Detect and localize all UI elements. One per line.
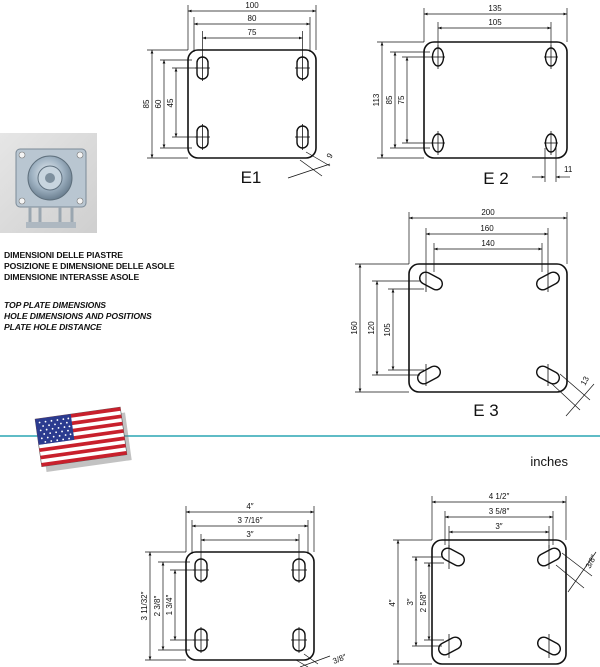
e3-width-inner: 140 xyxy=(481,239,495,248)
e3-height-total: 160 xyxy=(350,321,359,335)
e1-height-mid: 60 xyxy=(154,99,163,108)
plate-outline xyxy=(423,41,568,159)
dimension-lines xyxy=(355,212,595,417)
slot-holes xyxy=(196,56,309,149)
dimension-lines xyxy=(147,5,331,179)
e1-width-total: 100 xyxy=(245,1,259,10)
e1-label: E1 xyxy=(241,168,262,187)
inch2-width-total: 4 1/2″ xyxy=(489,492,510,501)
units-label: inches xyxy=(530,454,568,469)
e1-hole-size: 9 xyxy=(325,151,335,160)
caption-line: POSIZIONE E DIMENSIONE DELLE ASOLE xyxy=(4,261,175,271)
plate-e2: 135 105 113 85 75 11 E 2 xyxy=(372,4,573,188)
plate-outline xyxy=(185,551,315,661)
e2-height-inner: 75 xyxy=(397,95,406,104)
inch2-hole-size: 3/8″ xyxy=(584,553,599,570)
inch2-width-inner: 3″ xyxy=(495,522,502,531)
plate-inch-2: 4 1/2″ 3 5/8″ 3″ 4″ 3″ 2 5/8″ 3/8″ xyxy=(388,492,599,665)
plate-outline xyxy=(187,49,317,159)
inch2-height-mid: 3″ xyxy=(406,598,415,605)
inch1-height-total: 3 11/32″ xyxy=(140,591,149,620)
caption-line: PLATE HOLE DISTANCE xyxy=(4,322,102,332)
caption-line: DIMENSIONI DELLE PIASTRE xyxy=(4,250,123,260)
inch1-width-inner: 3″ xyxy=(246,530,253,539)
inch1-height-inner: 1 3/4″ xyxy=(165,595,174,616)
caption-line: DIMENSIONE INTERASSE ASOLE xyxy=(4,272,140,282)
usa-flag-icon xyxy=(34,406,132,472)
inch1-hole-size: 3/8″ xyxy=(331,652,347,666)
inch2-height-inner: 2 5/8″ xyxy=(419,592,428,613)
slot-holes xyxy=(431,47,558,153)
slot-holes xyxy=(417,271,560,385)
inch1-width-total: 4″ xyxy=(246,502,253,511)
center-marks xyxy=(425,270,549,386)
dimension-lines xyxy=(377,8,570,182)
plate-e1: 100 80 75 85 60 45 9 E1 xyxy=(142,1,335,187)
plate-e3: 200 160 140 160 120 105 13 E 3 xyxy=(350,208,595,420)
e3-height-inner: 105 xyxy=(383,323,392,337)
dimension-lines xyxy=(145,506,331,667)
inch2-height-total: 4″ xyxy=(388,599,397,606)
e3-width-mid: 160 xyxy=(480,224,494,233)
e2-label: E 2 xyxy=(483,169,509,188)
slot-holes xyxy=(194,558,306,652)
plate-outline xyxy=(431,539,567,665)
plate-inch-1: 4″ 3 7/16″ 3″ 3 11/32″ 2 3/8″ 1 3/4″ 3/8… xyxy=(140,502,348,667)
inch2-width-mid: 3 5/8″ xyxy=(489,507,510,516)
e1-width-mid: 80 xyxy=(248,14,257,23)
dimension-lines xyxy=(393,496,597,665)
e1-height-inner: 45 xyxy=(166,98,175,107)
e2-width-total: 135 xyxy=(488,4,502,13)
plate-outline xyxy=(408,263,568,393)
slot-holes xyxy=(438,547,561,656)
english-caption: TOP PLATE DIMENSIONS HOLE DIMENSIONS AND… xyxy=(4,300,152,333)
e2-width-inner: 105 xyxy=(488,18,502,27)
caption-line: HOLE DIMENSIONS AND POSITIONS xyxy=(4,311,152,321)
caster-photo xyxy=(0,133,97,233)
center-marks xyxy=(431,45,558,155)
inch1-height-mid: 2 3/8″ xyxy=(153,596,162,617)
italian-caption: DIMENSIONI DELLE PIASTRE POSIZIONE E DIM… xyxy=(4,250,175,283)
e1-width-inner: 75 xyxy=(248,28,257,37)
e3-hole-size: 13 xyxy=(579,374,591,387)
e2-height-total: 113 xyxy=(372,93,381,106)
caption-line: TOP PLATE DIMENSIONS xyxy=(4,300,106,310)
e2-hole-size: 11 xyxy=(564,165,573,174)
center-marks xyxy=(448,545,550,658)
e3-label: E 3 xyxy=(473,401,499,420)
inch1-width-mid: 3 7/16″ xyxy=(237,516,262,525)
e3-height-mid: 120 xyxy=(367,321,376,335)
center-marks xyxy=(193,557,307,653)
e1-height-total: 85 xyxy=(142,99,151,108)
e3-width-total: 200 xyxy=(481,208,495,217)
e2-height-mid: 85 xyxy=(385,95,394,104)
center-marks xyxy=(195,55,310,150)
